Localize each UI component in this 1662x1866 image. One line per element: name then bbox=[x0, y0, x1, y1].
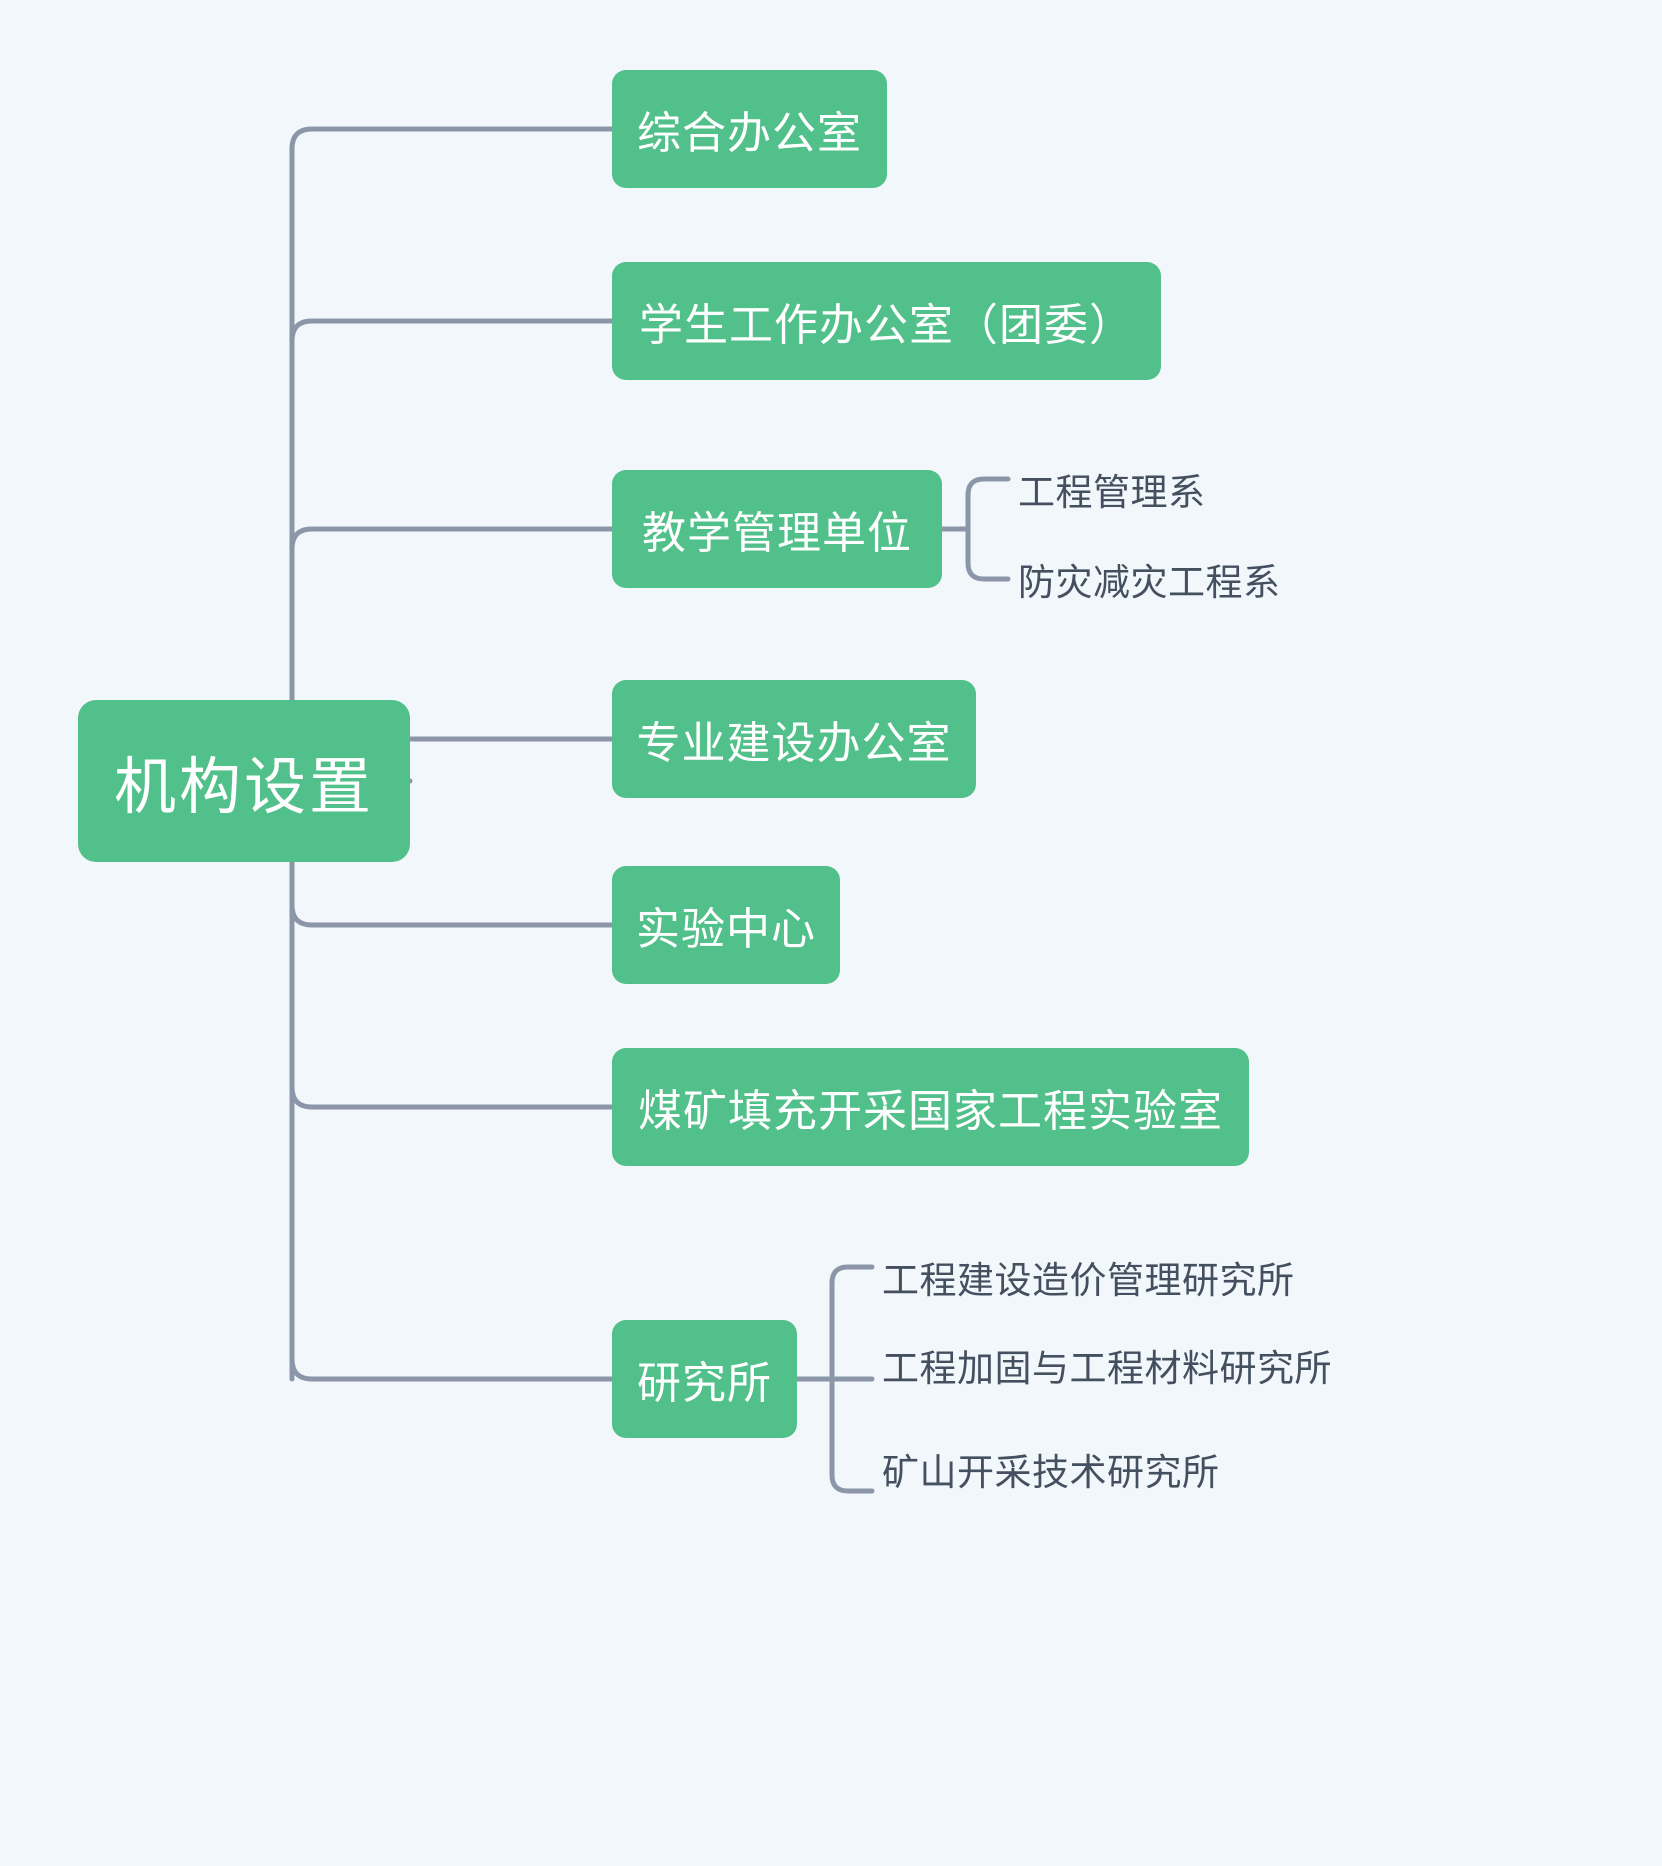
mindmap-node-yanjiusuo[interactable]: 研究所 bbox=[612, 1320, 797, 1438]
mindmap-leaf-gongchengguanlixi[interactable]: 工程管理系 bbox=[1018, 472, 1206, 513]
mindmap-node-jiaoxueguanlidanwei[interactable]: 教学管理单位 bbox=[612, 470, 942, 588]
connector-to-meikuangshiyanshi bbox=[289, 1084, 615, 1110]
root-node-label: 机构设置 bbox=[113, 753, 374, 822]
mindmap-node-zonghebangongshi[interactable]: 综合办公室 bbox=[612, 70, 887, 188]
mindmap-node-meikuangtianchongkaicaiguojiagongchengshiyanshi[interactable]: 煤矿填充开采国家工程实验室 bbox=[612, 1048, 1249, 1166]
connector-to-zonghebangongshi bbox=[289, 126, 615, 152]
connector-to-shiyanzhongxin bbox=[289, 902, 615, 928]
mindmap-leaf-kuangshankaicaijishuyanjiusuo[interactable]: 矿山开采技术研究所 bbox=[882, 1452, 1220, 1493]
connector-to-jiaoxueguanli bbox=[289, 526, 615, 552]
node-label: 实验中心 bbox=[636, 905, 816, 954]
mindmap-node-shiyanzhongxin[interactable]: 实验中心 bbox=[612, 866, 840, 984]
node-label: 研究所 bbox=[637, 1359, 772, 1408]
node-label: 学生工作办公室（团委） bbox=[639, 301, 1134, 350]
connector-to-yanjiusuo bbox=[289, 1356, 615, 1382]
mindmap-leaf-gongchengjianshezaojiaguanliyanjiusuo[interactable]: 工程建设造价管理研究所 bbox=[882, 1260, 1295, 1301]
mindmap-node-zhuanyejianshebangongshi[interactable]: 专业建设办公室 bbox=[612, 680, 976, 798]
connector-to-gongchengguanlixi bbox=[965, 476, 1011, 498]
mindmap-leaf-fangzaijianzaigongchengxi[interactable]: 防灾减灾工程系 bbox=[1018, 562, 1281, 603]
node-label: 专业建设办公室 bbox=[636, 719, 952, 768]
mindmap-root-node[interactable]: 机构设置 bbox=[78, 700, 410, 862]
mindmap-node-xueshenggongzuobangongshi[interactable]: 学生工作办公室（团委） bbox=[612, 262, 1161, 380]
node-label: 综合办公室 bbox=[637, 109, 862, 158]
node-label: 煤矿填充开采国家工程实验室 bbox=[638, 1087, 1223, 1136]
connector-to-xueshenggongzuo bbox=[289, 318, 615, 344]
connector-to-fangzaijianzai bbox=[965, 560, 1011, 582]
connector-to-kaicaiyanjiusuo bbox=[829, 1472, 875, 1494]
connector-to-zaojiayanjiusuo bbox=[829, 1264, 875, 1286]
node-label: 教学管理单位 bbox=[642, 509, 912, 558]
mindmap-leaf-gongchengjiaguyugongchengcailiaoyanjiusuo[interactable]: 工程加固与工程材料研究所 bbox=[882, 1348, 1332, 1389]
